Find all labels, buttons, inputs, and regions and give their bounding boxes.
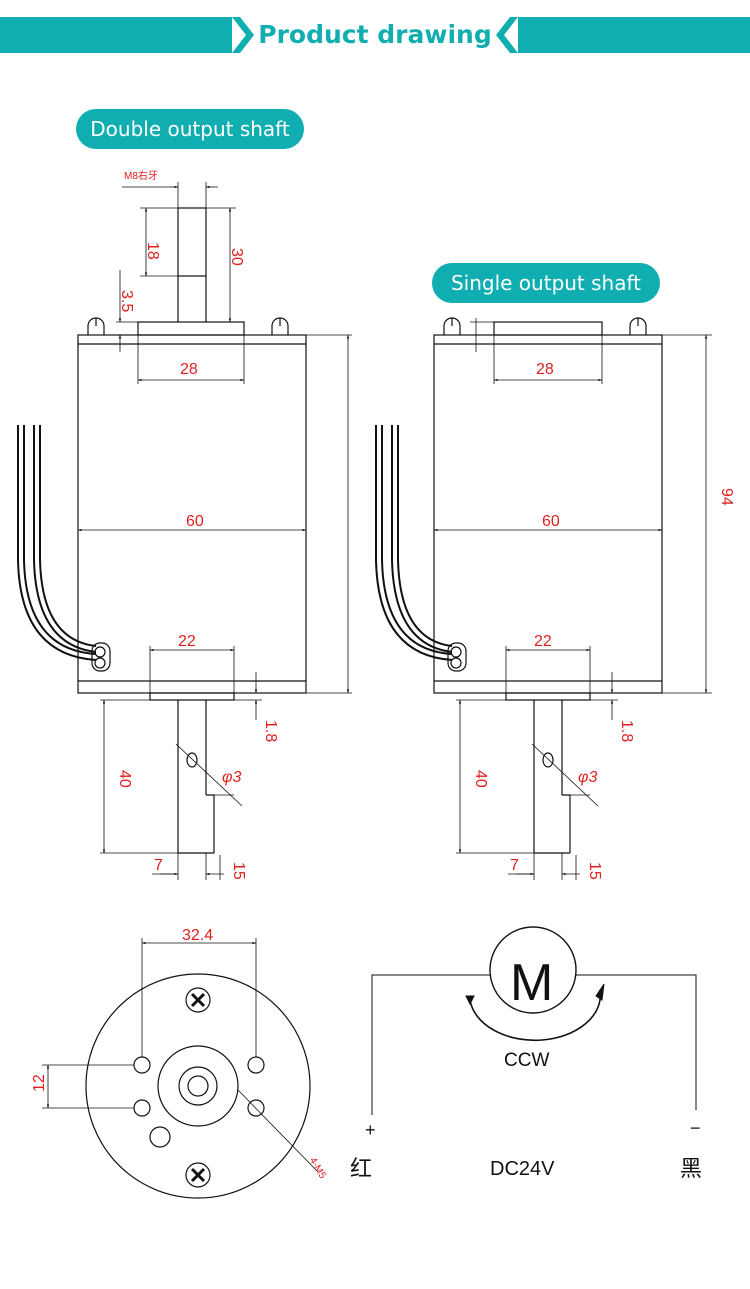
dim-60-right: 60 xyxy=(542,513,560,530)
chevron-right-icon xyxy=(232,17,254,53)
header-chevrons xyxy=(232,17,518,53)
dim-32-4: 32.4 xyxy=(182,927,213,944)
bottom-boss xyxy=(505,692,591,701)
double-shaft-label: Double output shaft xyxy=(76,109,304,149)
dim-22-left: 22 xyxy=(178,633,196,650)
dim-phi3-left: φ3 xyxy=(222,769,241,786)
motor-letter: M xyxy=(510,954,553,1012)
wiring-diagram xyxy=(371,926,697,1115)
screw-head xyxy=(185,987,211,1013)
dim-1-8-left: 1.8 xyxy=(262,720,279,742)
top-boss xyxy=(137,321,245,336)
bottom-boss xyxy=(149,692,235,701)
dim-7-right: 7 xyxy=(510,857,519,874)
top-boss xyxy=(493,321,603,336)
dim-30: 30 xyxy=(228,248,245,266)
dim-3-5: 3.5 xyxy=(118,290,135,312)
black-wire-label: 黑 xyxy=(680,1156,702,1181)
double-shaft-motor xyxy=(17,207,307,854)
plus-label: + xyxy=(365,1120,376,1140)
single-shaft-motor xyxy=(375,317,663,854)
ccw-arrow xyxy=(469,989,602,1042)
dim-22-right: 22 xyxy=(534,633,552,650)
dim-94: 94 xyxy=(718,488,735,506)
dim-40-right: 40 xyxy=(472,770,489,788)
mount-hole xyxy=(133,1056,151,1074)
single-shaft-dim-lines xyxy=(433,318,712,880)
dim-18: 18 xyxy=(144,242,161,260)
double-shaft-dim-lines xyxy=(77,182,352,880)
ccw-label: CCW xyxy=(504,1050,549,1071)
screw-head xyxy=(185,1162,211,1188)
dim-60-left: 60 xyxy=(186,513,204,530)
mount-hole xyxy=(247,1099,265,1117)
dim-7-left: 7 xyxy=(154,857,163,874)
motor-face xyxy=(85,973,311,1199)
dim-15-left: 15 xyxy=(230,862,247,880)
voltage-label: DC24V xyxy=(490,1158,555,1180)
motor-symbol xyxy=(489,926,577,1014)
center-boss xyxy=(157,1045,239,1127)
dim-1-8-right: 1.8 xyxy=(618,720,635,742)
mount-hole xyxy=(247,1056,265,1074)
dim-phi3-right: φ3 xyxy=(578,769,597,786)
dim-holes: 4-M5 xyxy=(307,1156,328,1182)
vent-hole xyxy=(149,1126,171,1148)
chevron-left-icon xyxy=(496,17,518,53)
section-header: Product drawing xyxy=(0,0,750,70)
dim-40-left: 40 xyxy=(116,770,133,788)
single-shaft-label: Single output shaft xyxy=(432,263,660,303)
dim-15-right: 15 xyxy=(586,862,603,880)
front-view xyxy=(85,973,311,1199)
shaft-ring xyxy=(178,1066,218,1106)
red-wire-label: 红 xyxy=(350,1156,372,1181)
thread-label: M8右牙 xyxy=(124,169,158,182)
mount-hole xyxy=(133,1099,151,1117)
shaft xyxy=(187,1075,209,1097)
front-view-dim-lines xyxy=(42,938,319,1173)
minus-label: − xyxy=(690,1118,701,1138)
dim-28-right: 28 xyxy=(536,361,554,378)
dim-12: 12 xyxy=(31,1074,48,1092)
header-bar-right xyxy=(518,17,750,53)
page-title: Product drawing xyxy=(258,20,492,49)
header-bar-left xyxy=(0,17,232,53)
top-shaft xyxy=(177,207,207,277)
dim-28-left: 28 xyxy=(180,361,198,378)
